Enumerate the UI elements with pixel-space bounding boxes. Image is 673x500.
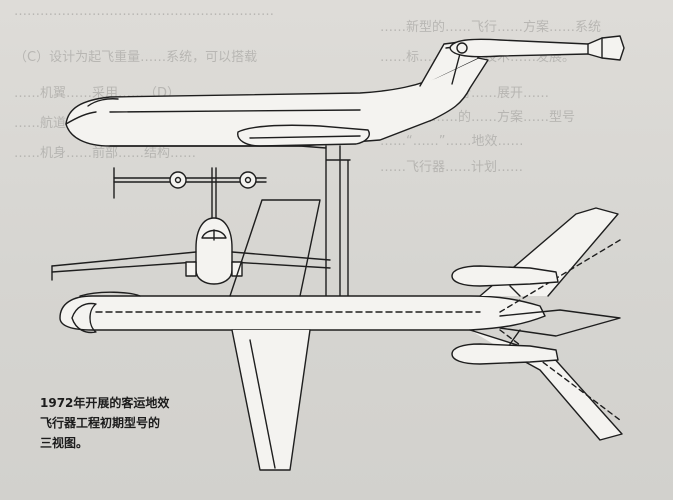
bleed-text-line: ……新型的……飞行……方案……系统 (380, 20, 602, 35)
bleed-text-line: ……飞行器……计划…… (380, 160, 524, 175)
side-view-fuselage (65, 57, 489, 147)
central-hull-section (299, 145, 351, 301)
top-view-engine-upper (451, 265, 559, 287)
caption-line: 三视图。 (40, 436, 89, 450)
side-view-wing-pod (237, 124, 370, 147)
side-view-engine-intake (456, 42, 468, 54)
side-view-fuselage-line (109, 109, 361, 113)
top-view-fuselage (59, 295, 546, 331)
hull-section-top (299, 145, 327, 149)
side-view-cockpit-window (87, 98, 119, 107)
top-view-engine-pylons (509, 285, 521, 345)
front-view-engine-right (239, 171, 257, 189)
front-view (51, 167, 331, 285)
front-view-wing (51, 251, 331, 273)
bleed-text-line: ……机身……前部……结构…… (14, 146, 197, 161)
hull-section-outline (325, 145, 351, 301)
caption-line: 飞行器工程初期型号的 (40, 416, 161, 430)
side-view-nacelle-ring (587, 37, 603, 59)
figure-caption: 1972年开展的客运地效 飞行器工程初期型号的 三视图。 (40, 393, 230, 453)
top-view-tail-wing-detail (499, 309, 621, 337)
caption-line: 1972年开展的客运地效 (40, 396, 170, 410)
top-view-tail-centerline (499, 239, 621, 421)
bleed-text-line: （C）设计为起飞重量……系统，可以搭载 (14, 50, 258, 65)
top-view-wing-upper (229, 199, 321, 297)
front-view-engine-left-hub (174, 176, 182, 184)
top-view (59, 199, 623, 471)
top-view-cockpit (71, 302, 97, 334)
bleed-text-line: ……“……”……地效…… (380, 134, 524, 149)
side-view-nose (65, 111, 97, 125)
front-view-engine-left (169, 171, 187, 189)
side-view-engine-nacelle (449, 35, 625, 61)
side-view-pod-line (249, 135, 361, 139)
front-view-engine-right-hub (244, 176, 252, 184)
front-view-canopy (201, 229, 227, 239)
side-view (65, 35, 625, 147)
top-view-wing-lower (231, 329, 311, 471)
front-view-pod-left (185, 261, 197, 277)
bleed-text-line: …………………………………………………… (14, 4, 274, 19)
top-view-canard (79, 291, 141, 297)
front-view-fuselage (195, 217, 233, 285)
front-view-fin (211, 167, 217, 225)
top-view-engine-lower (451, 343, 559, 365)
top-view-wing-lower-line (249, 339, 276, 469)
